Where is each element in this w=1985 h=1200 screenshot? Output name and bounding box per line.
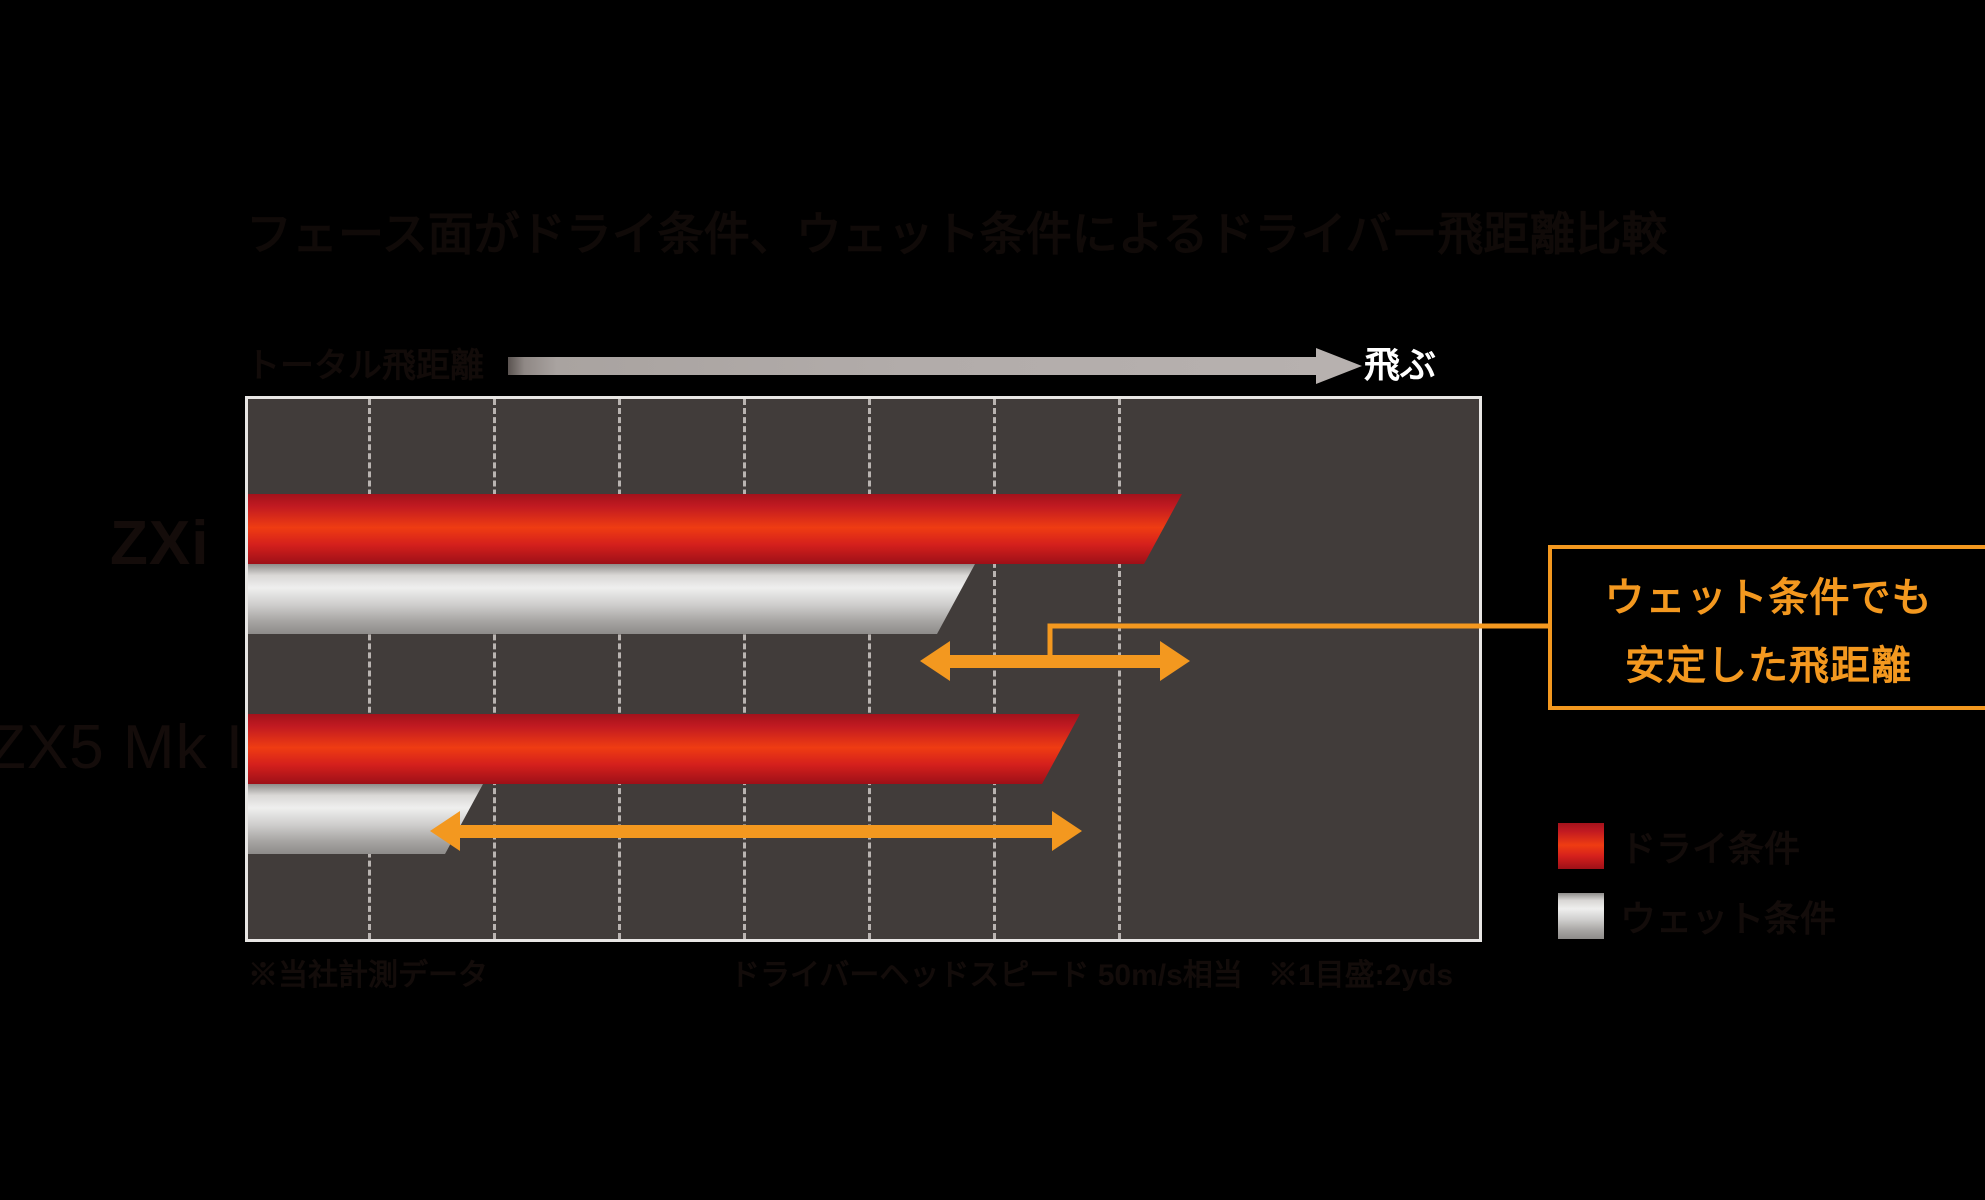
footnote-source: ※当社計測データ [248,959,488,992]
axis-direction-arrow [508,348,1362,384]
page-title: フェース面がドライ条件、ウェット条件によるドライバー飛距離比較 [246,208,1668,260]
arrow-shaft [456,825,1056,838]
gridline [368,399,371,939]
bar-zxi-dry [248,494,1182,564]
axis-label-total-distance: トータル飛距離 [246,347,484,385]
model-label-zx5-mk2: ZX5 Mk II [0,713,263,782]
footnote-head-speed: ドライバーヘッドスピード 50m/s相当 [730,959,1243,992]
legend-swatch-wet-icon [1558,893,1604,939]
arrow-shaft [946,655,1164,668]
footnote-scale: ※1目盛:2yds [1268,959,1454,992]
right-arrow-icon [1160,641,1190,681]
gridline [1118,399,1121,939]
legend-item-wet: ウェット条件 [1558,888,1958,944]
callout-box: ウェット条件でも 安定した飛距離 [1548,545,1985,710]
legend-swatch-dry-icon [1558,823,1604,869]
left-arrow-icon [430,811,460,851]
measure-arrow-zx5 [430,811,1082,851]
axis-row: トータル飛距離 飛ぶ [246,332,1486,392]
gridline [618,399,621,939]
measure-arrow-zxi [920,641,1190,681]
gridline [868,399,871,939]
bar-zxi-wet [248,564,975,634]
chart-plot-area [245,396,1482,942]
gridline [993,399,996,939]
gridline [743,399,746,939]
gridline [493,399,496,939]
legend-label-dry: ドライ条件 [1620,828,1801,869]
chart-legend: ドライ条件 ウェット条件 [1558,818,1958,958]
axis-label-farther: 飛ぶ [1364,344,1437,385]
legend-item-dry: ドライ条件 [1558,818,1958,874]
left-arrow-icon [920,641,950,681]
callout-line-1: ウェット条件でも [1604,575,1933,620]
callout-line-2: 安定した飛距離 [1625,643,1912,688]
model-label-zxi: ZXi [110,509,210,578]
bar-zx5-dry [248,714,1080,784]
right-arrow-icon [1316,348,1362,384]
arrow-shaft [508,357,1323,375]
right-arrow-icon [1052,811,1082,851]
legend-label-wet: ウェット条件 [1620,898,1837,939]
